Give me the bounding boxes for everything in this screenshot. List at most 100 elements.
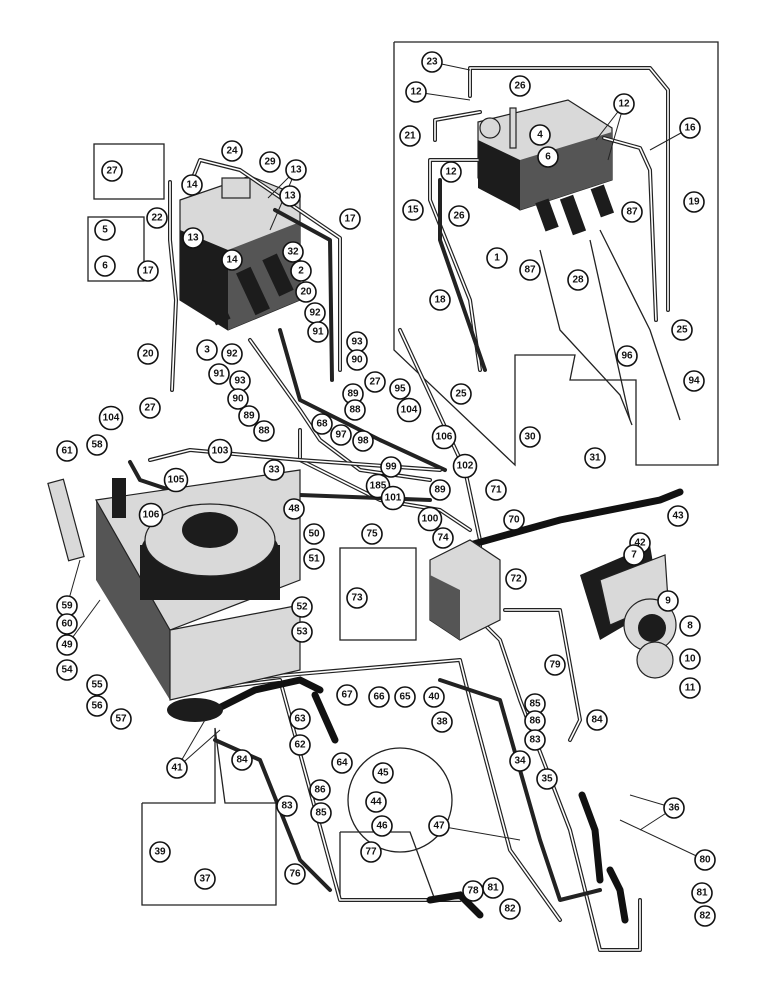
callout-106: 106	[138, 502, 164, 528]
callout-label: 42	[634, 538, 646, 549]
callout-circle	[694, 905, 716, 927]
callout-label: 81	[696, 888, 708, 899]
callout-label: 19	[688, 197, 700, 208]
callout-label: 36	[668, 803, 680, 814]
callout-label: 93	[234, 376, 246, 387]
callout-circle	[613, 93, 635, 115]
callout-circle	[263, 459, 285, 481]
callout-5: 5	[94, 219, 116, 241]
callout-48: 48	[283, 498, 305, 520]
callout-2: 2	[290, 260, 312, 282]
callout-circle	[336, 684, 358, 706]
callout-label: 24	[226, 146, 238, 157]
callout-label: 52	[296, 602, 308, 613]
callout-71: 71	[485, 479, 507, 501]
callout-circle	[285, 159, 307, 181]
callout-circle	[291, 621, 313, 643]
callout-circle	[221, 249, 243, 271]
callout-circle	[110, 708, 132, 730]
callout-circle	[94, 255, 116, 277]
callout-49: 49	[56, 634, 78, 656]
callout-label: 89	[347, 389, 359, 400]
callout-circle	[448, 205, 470, 227]
callout-94: 94	[683, 370, 705, 392]
callout-circle	[221, 140, 243, 162]
callout-circle	[509, 75, 531, 97]
callout-circle	[231, 749, 253, 771]
valve-block-middle	[429, 539, 501, 641]
callout-73: 73	[346, 587, 368, 609]
callout-circle	[196, 339, 218, 361]
callout-circle	[98, 405, 124, 431]
callout-label: 37	[199, 874, 211, 885]
callout-14: 14	[181, 174, 203, 196]
callout-25: 25	[450, 383, 472, 405]
callout-circle	[623, 544, 645, 566]
callout-45: 45	[372, 762, 394, 784]
callout-circle	[361, 523, 383, 545]
callout-label: 4	[537, 130, 543, 141]
callout-86: 86	[524, 710, 546, 732]
callout-label: 99	[385, 462, 397, 473]
callout-81: 81	[482, 877, 504, 899]
callout-circle	[344, 399, 366, 421]
callout-circle	[56, 613, 78, 635]
callout-100: 100	[417, 506, 443, 532]
callout-label: 17	[344, 214, 356, 225]
callout-label: 14	[226, 255, 238, 266]
callout-label: 68	[316, 419, 328, 430]
callout-label: 45	[377, 768, 389, 779]
callout-7: 7	[623, 544, 645, 566]
callout-label: 92	[309, 308, 321, 319]
callout-63: 63	[289, 708, 311, 730]
callout-93: 93	[229, 370, 251, 392]
callout-label: 80	[699, 855, 711, 866]
callout-circle	[279, 185, 301, 207]
callout-24: 24	[221, 140, 243, 162]
callout-circle	[311, 413, 333, 435]
callout-circle	[503, 509, 525, 531]
callout-circle	[149, 841, 171, 863]
callout-label: 13	[290, 165, 302, 176]
callout-circle	[289, 708, 311, 730]
callout-14: 14	[221, 249, 243, 271]
callout-90: 90	[227, 388, 249, 410]
callout-circle	[86, 695, 108, 717]
callout-label: 90	[351, 355, 363, 366]
callout-72: 72	[505, 568, 527, 590]
callout-circle	[679, 117, 701, 139]
callout-66: 66	[368, 686, 390, 708]
callout-60: 60	[56, 613, 78, 635]
callout-40: 40	[423, 686, 445, 708]
callout-label: 8	[687, 621, 693, 632]
callout-label: 185	[370, 481, 387, 492]
callout-circle	[537, 146, 559, 168]
callout-61: 61	[56, 440, 78, 462]
callout-12: 12	[440, 161, 462, 183]
callout-20: 20	[137, 343, 159, 365]
callout-circle	[283, 498, 305, 520]
callout-56: 56	[86, 695, 108, 717]
callout-label: 83	[281, 801, 293, 812]
callout-44: 44	[365, 791, 387, 813]
callout-104: 104	[98, 405, 124, 431]
callout-68: 68	[311, 413, 333, 435]
callout-28: 28	[567, 269, 589, 291]
callout-label: 35	[541, 774, 553, 785]
callout-circle	[429, 479, 451, 501]
callout-circle	[417, 506, 443, 532]
callout-circle	[396, 397, 422, 423]
callout-label: 27	[106, 166, 118, 177]
callout-circle	[431, 424, 457, 450]
callout-circle	[346, 587, 368, 609]
callout-label: 98	[357, 436, 369, 447]
callout-96: 96	[616, 345, 638, 367]
callout-circle	[330, 424, 352, 446]
callout-label: 47	[433, 821, 445, 832]
callout-circle	[289, 734, 311, 756]
callout-89: 89	[429, 479, 451, 501]
callout-43: 43	[667, 505, 689, 527]
callout-circle	[432, 527, 454, 549]
callout-circle	[519, 426, 541, 448]
